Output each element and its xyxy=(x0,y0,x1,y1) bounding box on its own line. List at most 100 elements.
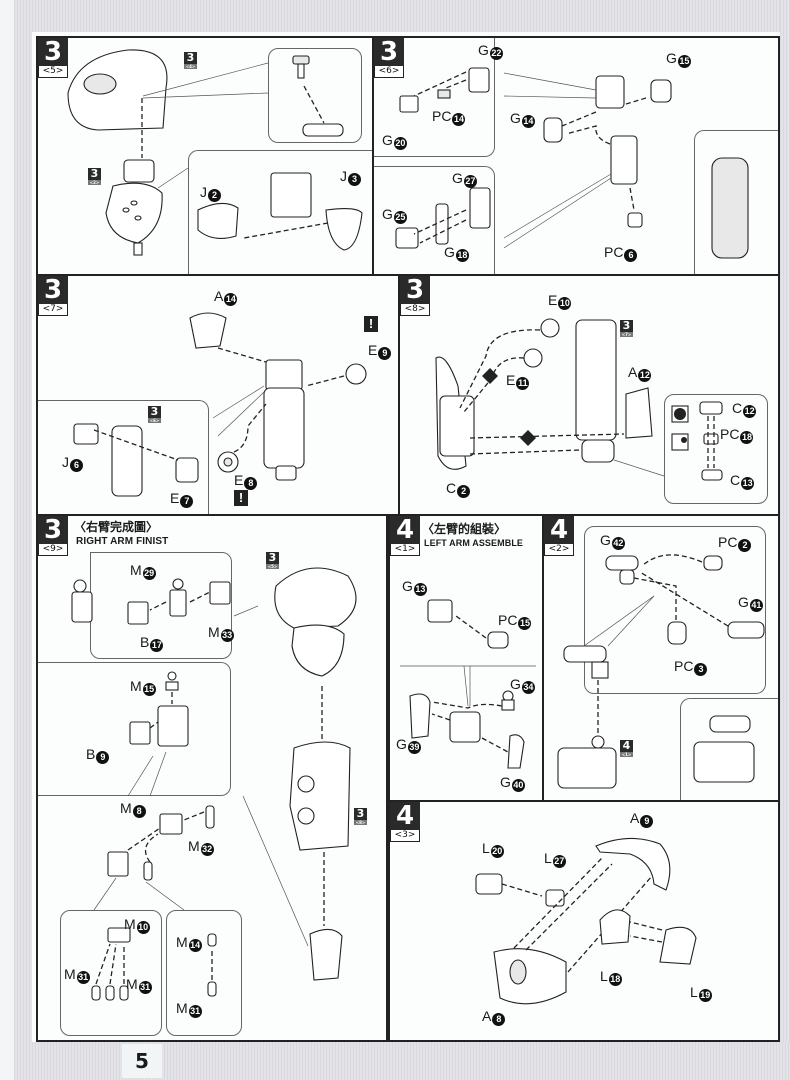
step-badge: 3<8> xyxy=(400,276,430,316)
part-a9 xyxy=(595,837,671,891)
part-a8 xyxy=(493,948,567,1005)
step-badge: 4<2> xyxy=(544,516,574,556)
shoulder-port xyxy=(83,73,117,95)
subassembly-ref: 3<8> xyxy=(354,807,367,825)
assembly-drawing xyxy=(475,837,697,1005)
detail-inset xyxy=(60,910,162,1036)
subassembly-ref: 3<5> xyxy=(266,551,279,569)
detail-inset xyxy=(680,698,778,800)
shoulder-ball xyxy=(105,182,163,244)
detail-inset xyxy=(38,662,231,796)
detail-inset xyxy=(166,910,242,1036)
detail-inset xyxy=(584,526,766,694)
panel-title-en: LEFT ARM ASSEMBLE xyxy=(424,538,524,548)
step-badge: 3<7> xyxy=(38,276,68,316)
detail-inset xyxy=(188,150,372,274)
top-margin xyxy=(14,0,790,32)
subassembly-ref: 3<2> xyxy=(88,167,101,185)
shoulder-joint xyxy=(123,159,155,183)
step-badge: 3<5> xyxy=(38,38,68,78)
forearm xyxy=(289,741,351,851)
detail-inset xyxy=(38,400,209,514)
detail-inset xyxy=(268,48,362,143)
warning-icon: ! xyxy=(234,490,248,506)
warning-icon: ! xyxy=(364,316,378,332)
step-badge: 4<3> xyxy=(390,802,420,842)
assembly-drawing xyxy=(557,554,765,789)
hand xyxy=(309,928,343,981)
panel-title-zh: 〈左臂的組裝〉 xyxy=(422,522,507,536)
panel-title-en: RIGHT ARM FINIST xyxy=(76,536,169,547)
detail-inset xyxy=(374,166,495,274)
assembly-drawing xyxy=(71,567,357,1001)
shoulder-armor xyxy=(274,567,357,629)
assembly-drawing xyxy=(400,599,536,769)
part-j2 xyxy=(197,202,239,239)
subassembly-ref: 3<6> xyxy=(148,405,161,423)
assembly-drawing xyxy=(73,312,367,497)
part-j3 xyxy=(325,207,363,251)
step-badge: 3<9> xyxy=(38,516,68,556)
step-badge: 4<1> xyxy=(390,516,420,556)
assembly-drawing xyxy=(395,67,749,259)
right-margin xyxy=(780,0,790,1080)
detail-inset xyxy=(374,38,495,157)
subassembly-ref: 3<7> xyxy=(620,319,633,337)
left-margin xyxy=(14,0,32,1080)
assembly-drawing xyxy=(67,49,363,256)
panel-title-zh: 〈右臂完成圖〉 xyxy=(74,520,159,534)
part-l18 xyxy=(599,909,631,945)
shoulder-armor xyxy=(67,49,168,131)
part-l19 xyxy=(659,926,697,965)
detail-inset xyxy=(694,130,778,274)
step-3-9-panel: 3<9> 〈右臂完成圖〉 RIGHT ARM FINIST 3<5> 3<8> … xyxy=(36,514,388,1042)
page-number: 5 xyxy=(122,1044,162,1078)
